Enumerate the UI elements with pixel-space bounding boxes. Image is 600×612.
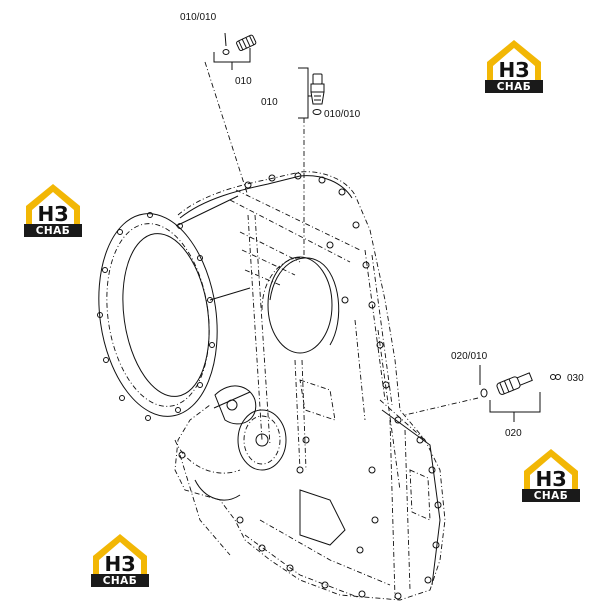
part-020-fitting-assembly — [404, 365, 561, 422]
svg-text:СНАБ: СНАБ — [534, 490, 569, 502]
svg-text:НЗ: НЗ — [38, 202, 69, 226]
svg-text:СНАБ: СНАБ — [497, 81, 532, 93]
svg-text:НЗ: НЗ — [536, 467, 567, 491]
transmission-housing — [97, 171, 446, 601]
callout-020-010: 020/010 — [451, 351, 488, 362]
part-010-top-assembly — [204, 32, 257, 197]
svg-text:СНАБ: СНАБ — [36, 225, 71, 237]
svg-text:НЗ: НЗ — [105, 552, 136, 576]
watermark-logo-left: НЗ СНАБ — [22, 180, 84, 238]
callout-010-010-sensor: 010/010 — [324, 109, 361, 120]
callout-020: 020 — [505, 428, 522, 439]
watermark-logo-bottom-left: НЗ СНАБ — [89, 530, 151, 588]
watermark-logo-bottom-right: НЗ СНАБ — [520, 445, 582, 503]
callout-010-top: 010 — [235, 76, 252, 87]
callout-030: 030 — [567, 373, 584, 384]
watermark-logo-top-right: НЗ СНАБ — [483, 36, 545, 94]
svg-text:НЗ: НЗ — [499, 58, 530, 82]
svg-text:СНАБ: СНАБ — [103, 575, 138, 587]
part-010-sensor-assembly — [298, 67, 325, 260]
callout-010-010-top: 010/010 — [180, 12, 217, 23]
callout-010-sensor: 010 — [261, 97, 278, 108]
